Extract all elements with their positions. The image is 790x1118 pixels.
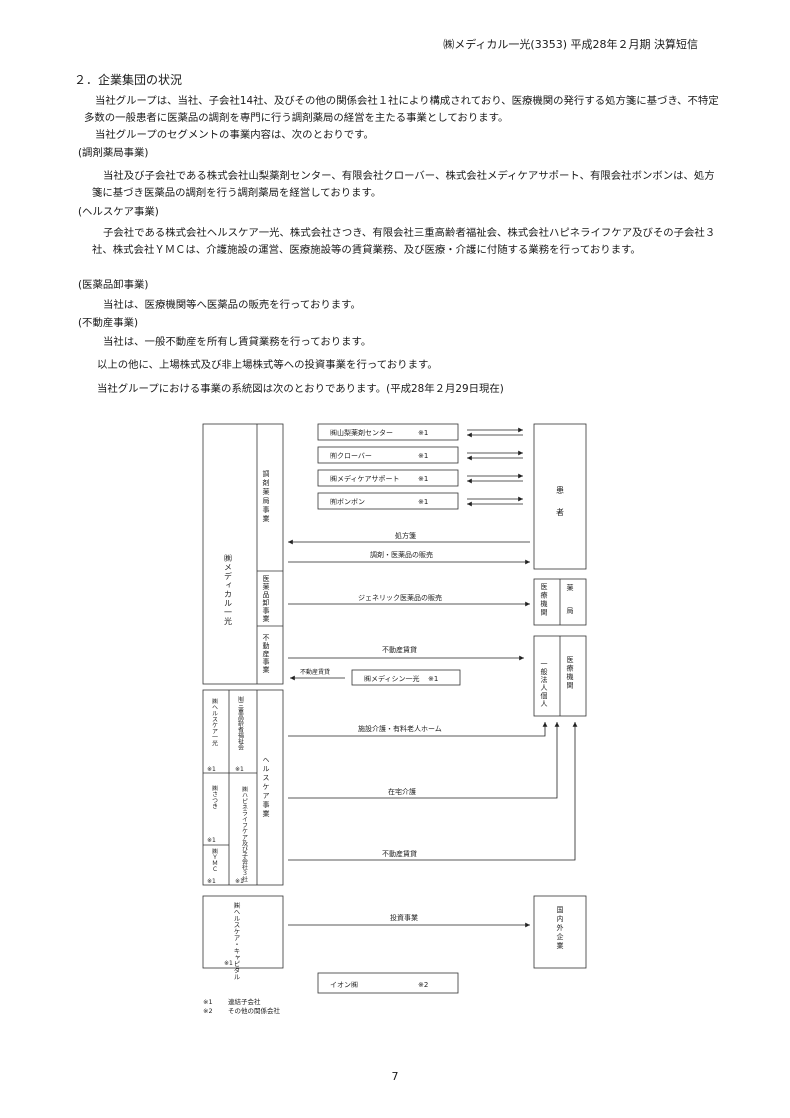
segment-text-healthcare: 子会社である株式会社ヘルスケア一光、株式会社さつき、有限会社三重高齢者福祉会、株… [92,227,716,256]
med-institution-label-2: 医療機関 [566,656,574,690]
main-company-label: ㈱メディカル一光 [224,553,233,626]
hc-mark-1: ※1 [207,766,216,773]
patients-box [533,423,587,570]
diagram-intro: 当社グループにおける事業の系統図は次のとおりであります。(平成28年２月29日現… [97,383,504,395]
patients-label: 患者 [556,485,565,530]
hc-capital-label: ㈱ヘルスケア・キャピタル [232,901,240,980]
aeon-mark: ※2 [418,981,428,989]
realestate-lease-label: 不動産賃貸 [382,645,417,654]
pharmacy-mark-1: ※1 [418,429,428,437]
medicine-co-mark: ※1 [428,675,438,683]
pharmacy-box-3: ㈱メディケアサポート ※1 [317,469,459,487]
institution-pharmacy-box [533,578,587,626]
corp-institution-box [533,635,587,717]
pharmacy-box-4: ㈲ボンボン ※1 [317,492,459,510]
seg-wholesale-label: 医薬品卸事業 [262,575,270,623]
aeon-box [317,972,459,994]
other-business: 以上の他に、上場株式及び非上場株式等への投資事業を行っております。 [97,359,438,371]
main-company-block [202,423,284,685]
hc-capital-mark: ※1 [224,960,233,967]
pharmacy-box-1: ㈱山梨薬剤センター ※1 [317,423,459,441]
corp-individual-label: 一般法人個人 [540,660,548,708]
medicine-co-box [351,669,461,686]
hc-company-3: ㈱さつき [211,784,218,809]
legend-mark-2: ※2 [203,1007,213,1015]
segment-heading-healthcare: (ヘルスケア事業) [78,206,159,218]
hc-mark-3: ※1 [207,837,216,844]
section-title: ２．企業集団の状況 [74,73,183,87]
hc-company-5: ㈱ＹＭＣ [211,847,218,872]
segment-heading-dispensing: (調剤薬局事業) [78,147,149,159]
hc-mark-4: ※1 [235,878,244,885]
legend-mark-1: ※1 [203,998,213,1006]
pharmacy-mark-2: ※1 [418,452,428,460]
hc-capital-box [202,895,284,969]
pharmacy-name-3: ㈱メディケアサポート [330,474,400,483]
domestic-foreign-box [533,895,587,969]
pharmacy-box-2: ㈲クローバー ※1 [317,446,459,464]
segment-heading-wholesale: (医薬品卸事業) [78,279,149,291]
domestic-foreign-label: 国内外企業 [556,906,564,951]
hc-company-1: ㈱ヘルスケア一光 [211,697,218,747]
segment-intro: 当社グループのセグメントの事業内容は、次のとおりです。 [95,129,374,141]
realestate-lease-small-label: 不動産賃貸 [300,668,330,676]
hc-mark-2: ※1 [235,766,244,773]
page-number: 7 [391,1070,399,1083]
seg-dispensing-label: 調剤薬局事業 [262,469,270,524]
facility-care-label: 施設介護・有料老人ホーム [358,724,442,733]
investment-label: 投資事業 [390,913,418,922]
pharmacy-name-2: ㈲クローバー [330,451,372,460]
dispense-sale-label: 調剤・医薬品の販売 [370,550,433,559]
page-header: ㈱メディカル一光(3353) 平成28年２月期 決算短信 [443,38,698,51]
generic-sale-label: ジェネリック医薬品の販売 [358,593,442,602]
legend-text-2: その他の関係会社 [228,1006,281,1015]
home-care-label: 在宅介護 [388,787,416,796]
pharmacy-name-1: ㈱山梨薬剤センター [330,428,393,437]
pharmacy-mark-4: ※1 [418,498,428,506]
medicine-co-label: ㈱メディシン一光 [364,674,420,683]
prescription-label: 処方箋 [395,531,416,540]
segment-text-dispensing: 当社及び子会社である株式会社山梨薬剤センター、有限会社クローバー、株式会社メディ… [92,170,715,199]
legend-text-1: 連結子会社 [228,997,261,1006]
hc-realestate-arrow [288,722,578,861]
home-care-arrow [288,722,560,799]
hc-company-2: ㈲三重高齢者福祉会 [237,695,244,751]
hc-company-4: ㈱ハピネライフケア及び子会社３社 [241,785,248,883]
healthcare-block [202,689,284,886]
intro-paragraph: 当社グループは、当社、子会社14社、及びその他の関係会社１社により構成されており… [84,95,719,124]
facility-care-arrow [288,722,548,737]
pharmacy-mark-3: ※1 [418,475,428,483]
segment-text-realestate: 当社は、一般不動産を所有し賃貸業務を行っております。 [103,336,372,348]
seg-realestate-label: 不動産事業 [262,634,270,674]
seg-healthcare-label: ヘルスケア事業 [262,756,270,819]
segment-text-wholesale: 当社は、医療機関等へ医薬品の販売を行っております。 [103,299,361,311]
hc-mark-5: ※1 [207,878,216,885]
hc-realestate-label: 不動産賃貸 [382,849,417,858]
pharmacy-label: 薬局 [566,583,574,630]
pharmacy-name-4: ㈲ボンボン [330,497,365,506]
med-institution-label-1: 医療機関 [540,583,548,617]
segment-heading-realestate: (不動産事業) [78,317,139,329]
aeon-label: イオン㈱ [330,980,358,989]
pharmacy-patient-arrows [467,427,523,507]
